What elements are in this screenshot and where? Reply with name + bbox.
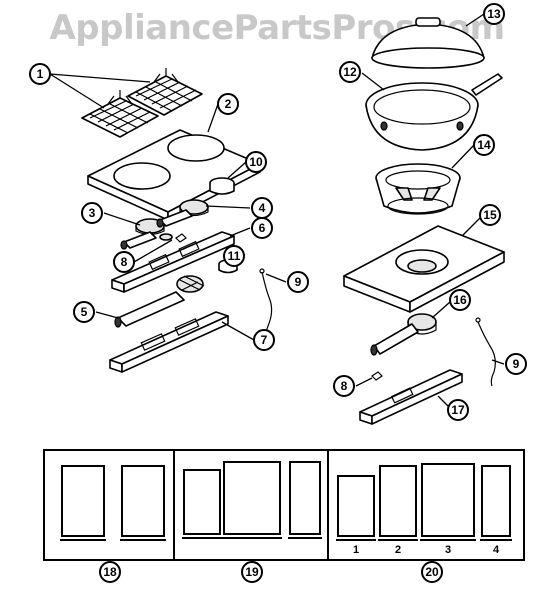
grate-left[interactable] [81,90,159,138]
svg-text:9: 9 [295,275,302,289]
callout-9-left: 9 [287,271,309,293]
wok-ring-14[interactable] [375,163,461,215]
callout-1: 1 [29,63,51,85]
wok-12[interactable] [365,73,503,151]
callout-13: 13 [483,3,505,25]
filler-panels-18[interactable] [60,465,166,541]
callout-5: 5 [73,301,95,323]
callout-8-right: 8 [333,375,355,397]
callout-6: 6 [251,217,273,239]
svg-text:17: 17 [451,403,465,417]
callout-19: 19 [241,561,263,583]
callout-18: 18 [99,561,121,583]
svg-text:1: 1 [37,67,44,81]
svg-text:6: 6 [259,221,266,235]
svg-text:16: 16 [453,293,467,307]
callout-2: 2 [217,93,239,115]
burner-cap-10[interactable] [209,177,235,195]
callout-9-right: 9 [505,353,527,375]
burner-bracket-17[interactable] [359,369,463,425]
grate-right[interactable] [127,68,203,116]
callout-4: 4 [251,197,273,219]
callout-8-left: 8 [113,251,135,273]
filler-panel-box [43,449,525,561]
svg-text:3: 3 [89,206,96,220]
cartridge-top-plate[interactable] [87,129,261,221]
electrode-8-left[interactable] [175,233,187,243]
callout-3: 3 [81,202,103,224]
callout-15: 15 [479,204,501,226]
callout-10: 10 [245,151,267,173]
burner-bracket-6[interactable] [111,231,235,293]
filler-panels-19[interactable] [182,461,322,539]
electrode-8-right[interactable] [371,371,383,381]
panel-label-2: 2 [395,544,401,556]
wok-top-plate-15[interactable] [343,225,505,313]
callout-14: 14 [473,134,495,156]
wok-cover-13[interactable] [371,17,485,69]
svg-text:13: 13 [487,7,501,21]
panel-label-4: 4 [493,544,500,556]
svg-text:19: 19 [245,565,259,579]
grill-burner-5[interactable] [114,275,205,328]
ignition-wire-9-right[interactable] [475,317,496,387]
svg-text:15: 15 [483,208,497,222]
panel-label-3: 3 [445,544,451,556]
svg-text:4: 4 [259,201,266,215]
panel-label-1: 1 [353,544,359,556]
svg-text:9: 9 [513,357,520,371]
svg-text:8: 8 [121,255,128,269]
callout-7: 7 [253,329,275,351]
callout-20: 20 [421,561,443,583]
callout-11: 11 [223,245,245,267]
callout-16: 16 [449,289,471,311]
svg-text:14: 14 [477,138,491,152]
svg-text:8: 8 [341,379,348,393]
svg-text:12: 12 [343,65,357,79]
svg-text:10: 10 [249,155,263,169]
svg-text:20: 20 [425,565,439,579]
svg-text:7: 7 [261,333,268,347]
callout-12: 12 [339,61,361,83]
callout-17: 17 [447,399,469,421]
svg-text:2: 2 [225,97,232,111]
svg-text:18: 18 [103,565,117,579]
svg-text:11: 11 [228,249,241,263]
wok-burner-16[interactable] [370,313,437,356]
leader-lines [49,13,505,409]
svg-text:5: 5 [81,305,88,319]
burner-assembly-4[interactable] [156,199,209,228]
filler-panels-20[interactable] [336,463,512,541]
burner-bracket-7[interactable] [109,311,229,373]
